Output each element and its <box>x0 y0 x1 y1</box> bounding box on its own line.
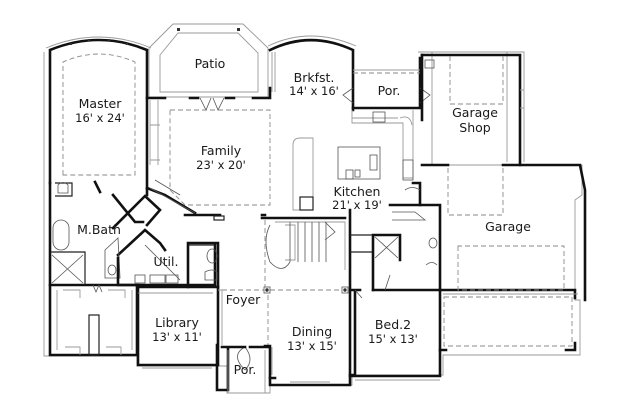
brkfst-room <box>267 35 357 112</box>
room-label-brkfst: Brkfst. <box>294 70 335 85</box>
room-label-m-bath: M.Bath <box>77 222 121 237</box>
room-label-foyer: Foyer <box>226 292 261 307</box>
room-dims-dining: 13' x 15' <box>287 339 337 353</box>
master-bath-room <box>48 179 197 287</box>
powder-room <box>186 241 220 289</box>
room-label-garage-shop: Garage <box>452 105 498 120</box>
foyer-area <box>222 220 349 371</box>
room-label-garage: Garage <box>485 219 531 234</box>
room-dims-brkfst: 14' x 16' <box>289 84 339 98</box>
dining-room <box>268 290 357 387</box>
garage-room <box>438 168 578 356</box>
room-label-patio: Patio <box>195 56 226 71</box>
bar-counter <box>292 137 314 211</box>
family-room <box>149 100 271 206</box>
room-dims-kitchen: 21' x 19' <box>332 198 382 212</box>
room-label-garage-shop-2: Shop <box>459 120 491 135</box>
room-label-dining: Dining <box>292 324 332 339</box>
front-porch <box>220 344 277 393</box>
room-label-kitchen: Kitchen <box>334 184 381 199</box>
util-room <box>116 243 217 287</box>
room-dims-master: 16' x 24' <box>75 111 125 125</box>
room-dims-library: 13' x 11' <box>152 330 202 344</box>
room-dims-family: 23' x 20' <box>196 158 246 172</box>
staircase <box>260 216 347 270</box>
master-closet <box>48 283 139 357</box>
room-label-bed2: Bed.2 <box>375 317 411 332</box>
interior-walls <box>183 213 267 221</box>
room-label-family: Family <box>201 143 242 158</box>
room-dims-bed2: 15' x 13' <box>368 332 418 346</box>
rear-porch <box>342 56 431 110</box>
room-label-front-porch: Por. <box>234 362 257 377</box>
room-labels: Master 16' x 24' Patio Brkfst. 14' x 16'… <box>75 56 531 377</box>
patio <box>145 23 272 111</box>
room-label-util: Util. <box>154 254 179 269</box>
garage-shop-room <box>418 51 587 302</box>
room-label-library: Library <box>155 315 199 330</box>
master-room <box>45 36 152 197</box>
room-label-master: Master <box>79 96 123 111</box>
kitchen-room <box>337 110 422 207</box>
room-label-rear-porch: Por. <box>378 83 401 98</box>
bed2-room <box>348 203 442 381</box>
